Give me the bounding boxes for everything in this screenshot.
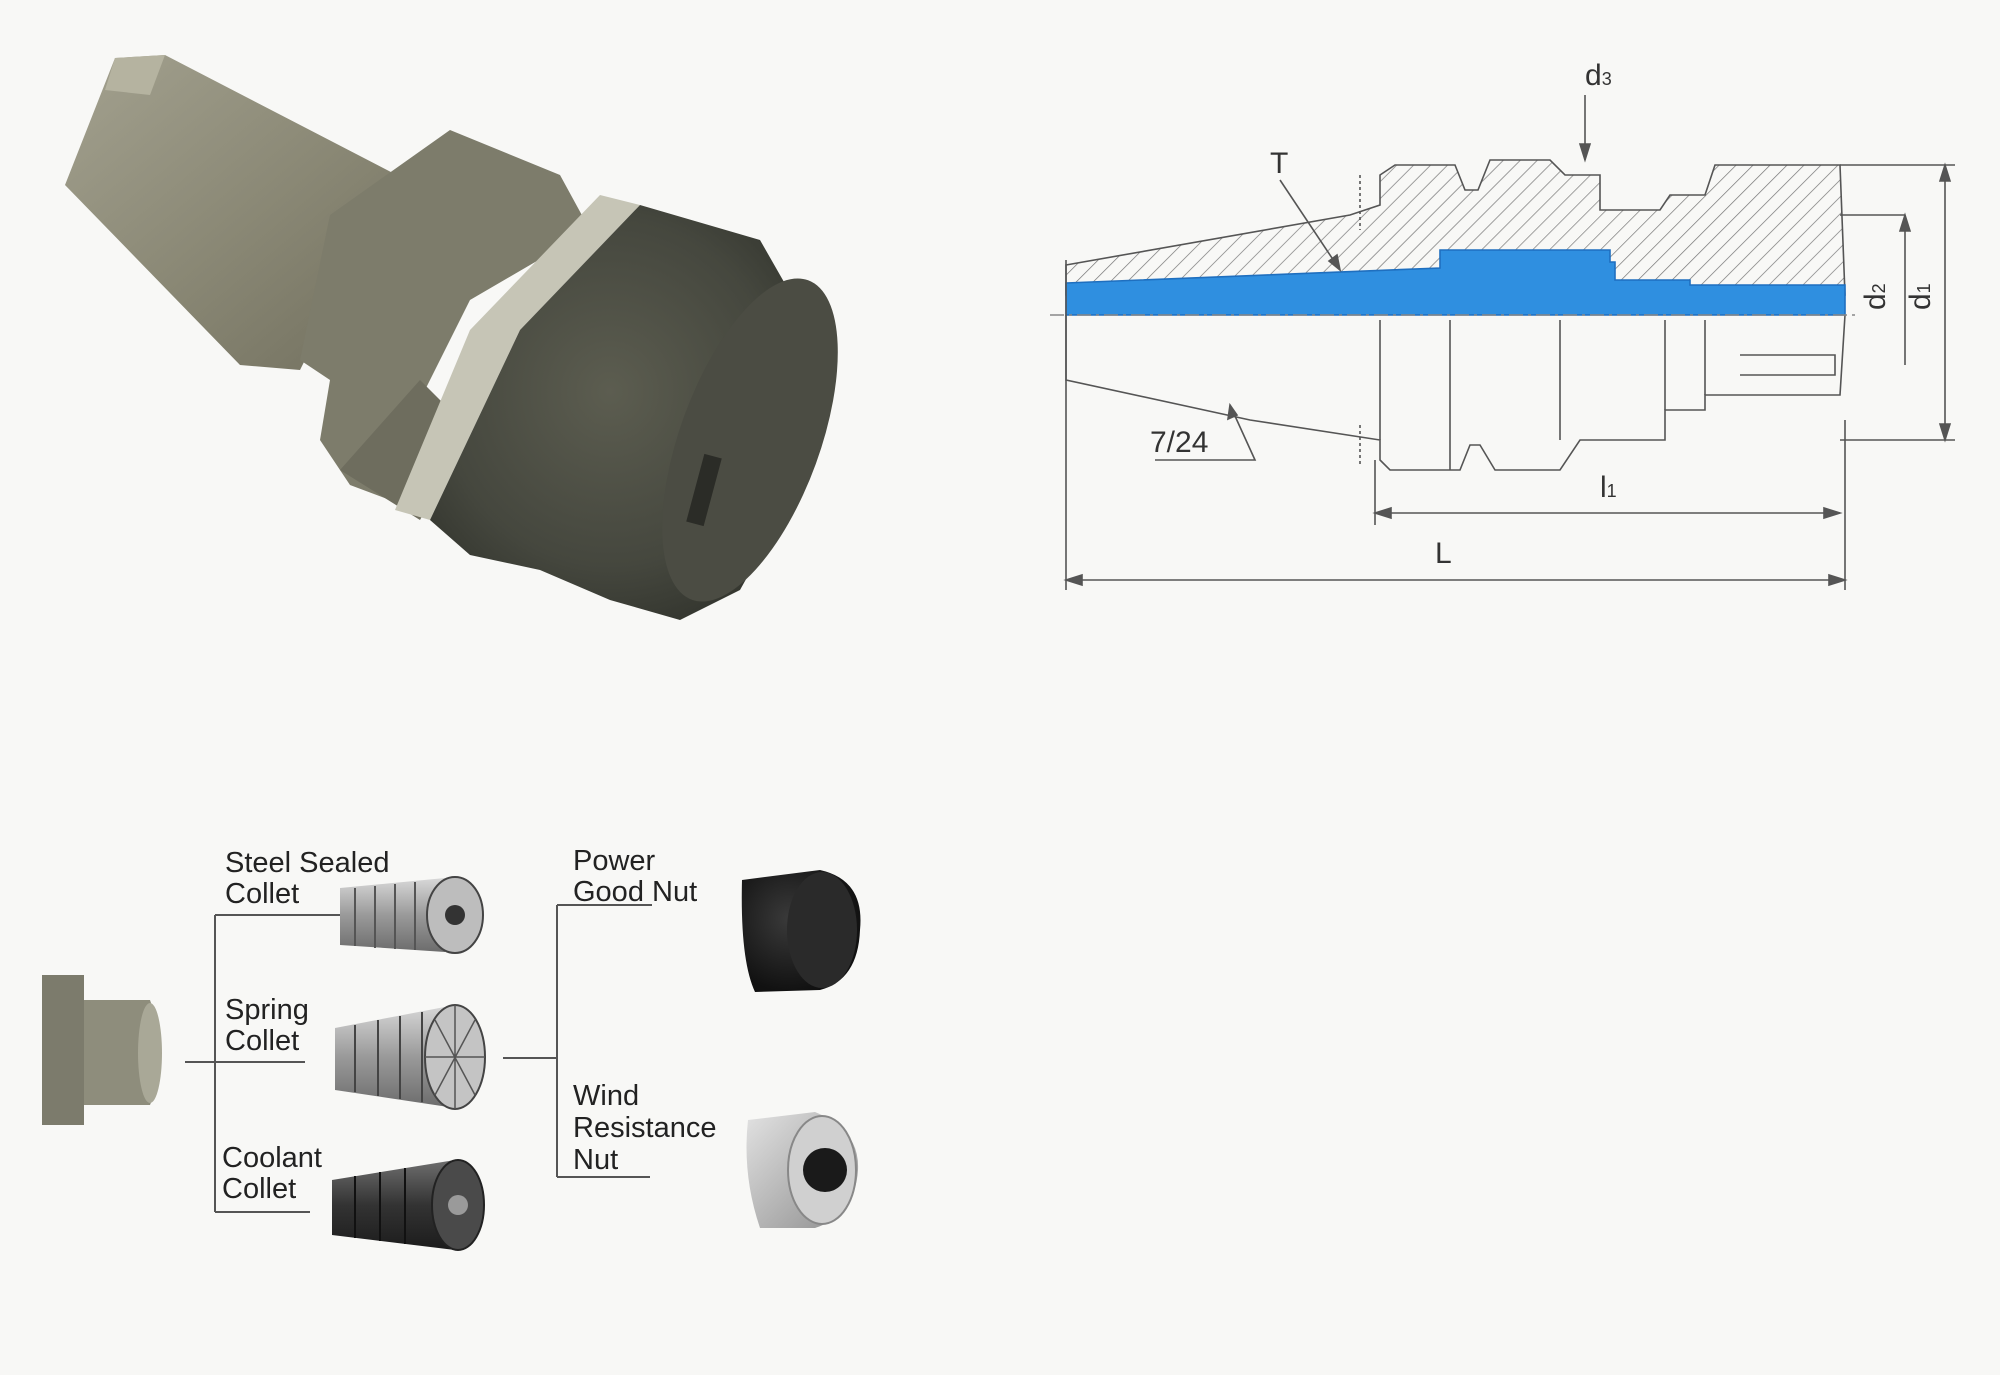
holder-end-face (138, 1003, 162, 1103)
label-taper: 7/24 (1150, 426, 1208, 459)
lower-half-outline (1065, 314, 1846, 471)
label-T: T (1270, 147, 1288, 180)
collet-slot (1740, 354, 1836, 376)
toolholder-photo (65, 55, 838, 620)
holder-end-flange (42, 975, 84, 1125)
dim-d1-arrows (1938, 162, 1952, 443)
upper-half-section (1065, 159, 1846, 296)
wind-resistance-nut-image (746, 1112, 859, 1228)
nut-branch-lines (503, 904, 652, 1178)
T-leader (1279, 179, 1341, 271)
lower-half-steps (1379, 320, 1706, 470)
flange (300, 130, 590, 500)
spring-collet-image (335, 1004, 486, 1110)
dim-d2-lines (1840, 214, 1906, 365)
dim-L-lines (1065, 260, 1846, 590)
dim-d3-arrow (1578, 143, 1592, 163)
T-arrow (1327, 253, 1342, 273)
label-d2: d2 (1859, 283, 1892, 310)
label-L: L (1435, 537, 1452, 570)
nut-slot (686, 453, 722, 527)
collet-branch-lines (185, 914, 410, 1213)
power-good-nut-image (741, 870, 861, 992)
dim-l1-arrows (1372, 506, 1843, 520)
label-d1: d1 (1904, 283, 1937, 310)
coolant-collet-image (332, 1159, 485, 1251)
technical-drawing (1050, 95, 1955, 590)
dim-L-arrows (1063, 573, 1848, 587)
steel-sealed-collet-image (340, 876, 484, 954)
label-d3: d3 (1585, 59, 1612, 92)
taper-arrow (1227, 402, 1239, 421)
dim-l1-lines (1374, 460, 1840, 525)
tree-lines (185, 904, 652, 1213)
dim-d2-arrow (1898, 212, 1912, 232)
taper-end-face (105, 55, 165, 95)
v-groove-ring (395, 195, 640, 520)
drawing-labels: T 7/24 d3 l1 L d2 d1 (1150, 59, 1937, 570)
label-l1: l1 (1600, 471, 1617, 504)
taper-leader (1155, 404, 1257, 461)
dim-d1-lines (1840, 164, 1955, 441)
nut-front-face (662, 278, 838, 602)
